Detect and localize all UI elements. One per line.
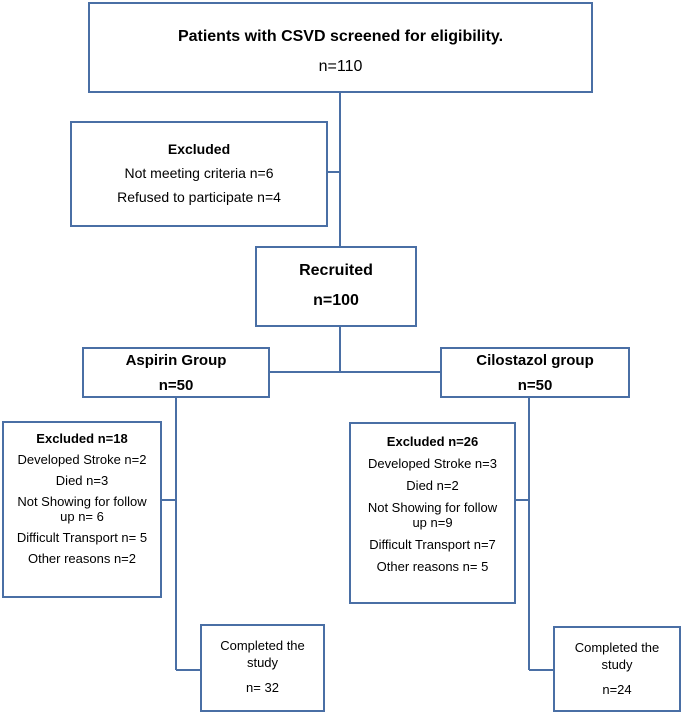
cilostazol-group-box: Cilostazol group n=50 xyxy=(440,347,630,398)
aspirin-completed-line1: Completed the xyxy=(220,638,305,653)
aspirin-excluded-box: Excluded n=18 Developed Stroke n=2 Died … xyxy=(2,421,162,598)
aspirin-excluded-title: Excluded n=18 xyxy=(36,431,128,446)
aspirin-group-count: n=50 xyxy=(158,377,194,394)
cilostazol-completed-line1: Completed the xyxy=(574,640,660,655)
cilostazol-group-count: n=50 xyxy=(517,377,553,394)
cilostazol-excluded-line: up n=9 xyxy=(412,515,453,530)
cilostazol-excluded-line: Difficult Transport n=7 xyxy=(369,537,496,552)
recruited-box: Recruited n=100 xyxy=(255,246,417,327)
aspirin-completed-line2: study xyxy=(246,655,279,670)
aspirin-completed-count: n= 32 xyxy=(246,680,279,695)
excluded-initial-line: Not meeting criteria n=6 xyxy=(124,165,274,181)
aspirin-excluded-line: up n= 6 xyxy=(60,509,104,524)
cilostazol-excluded-line: Other reasons n= 5 xyxy=(376,559,489,574)
aspirin-group-title: Aspirin Group xyxy=(125,352,227,369)
cilostazol-group-title: Cilostazol group xyxy=(476,352,594,369)
cilostazol-completed-box: Completed the study n=24 xyxy=(553,626,681,712)
excluded-initial-title: Excluded xyxy=(167,141,231,157)
cilostazol-excluded-box: Excluded n=26 Developed Stroke n=3 Died … xyxy=(349,422,516,604)
excluded-initial-line: Refused to participate n=4 xyxy=(117,189,281,205)
cilostazol-excluded-line: Not Showing for follow xyxy=(367,500,498,515)
aspirin-group-box: Aspirin Group n=50 xyxy=(82,347,270,398)
aspirin-excluded-line: Difficult Transport n= 5 xyxy=(16,530,148,545)
screening-count: n=110 xyxy=(318,58,363,75)
screening-box: Patients with CSVD screened for eligibil… xyxy=(88,2,593,93)
aspirin-excluded-line: Developed Stroke n=2 xyxy=(17,452,147,467)
aspirin-excluded-line: Other reasons n=2 xyxy=(27,551,137,566)
excluded-initial-box: Excluded Not meeting criteria n=6 Refuse… xyxy=(70,121,328,227)
cilostazol-excluded-line: Developed Stroke n=3 xyxy=(367,456,497,471)
aspirin-excluded-line: Not Showing for follow xyxy=(17,494,147,509)
aspirin-excluded-line: Died n=3 xyxy=(55,473,109,488)
cilostazol-completed-count: n=24 xyxy=(602,682,632,697)
aspirin-completed-box: Completed the study n= 32 xyxy=(200,624,325,712)
recruited-count: n=100 xyxy=(313,292,359,309)
cilostazol-completed-line2: study xyxy=(601,657,633,672)
cilostazol-excluded-title: Excluded n=26 xyxy=(386,434,479,449)
cilostazol-excluded-line: Died n=2 xyxy=(406,478,459,493)
recruited-title: Recruited xyxy=(299,262,373,279)
screening-title: Patients with CSVD screened for eligibil… xyxy=(177,28,504,45)
